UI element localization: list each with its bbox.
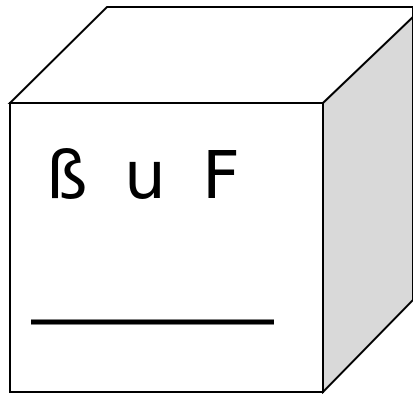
front-face-letter-3: F (202, 137, 240, 214)
front-face-letter-1: ß (46, 137, 88, 214)
front-face-letter-2: u (124, 137, 166, 214)
cube-front-face (9, 102, 324, 393)
